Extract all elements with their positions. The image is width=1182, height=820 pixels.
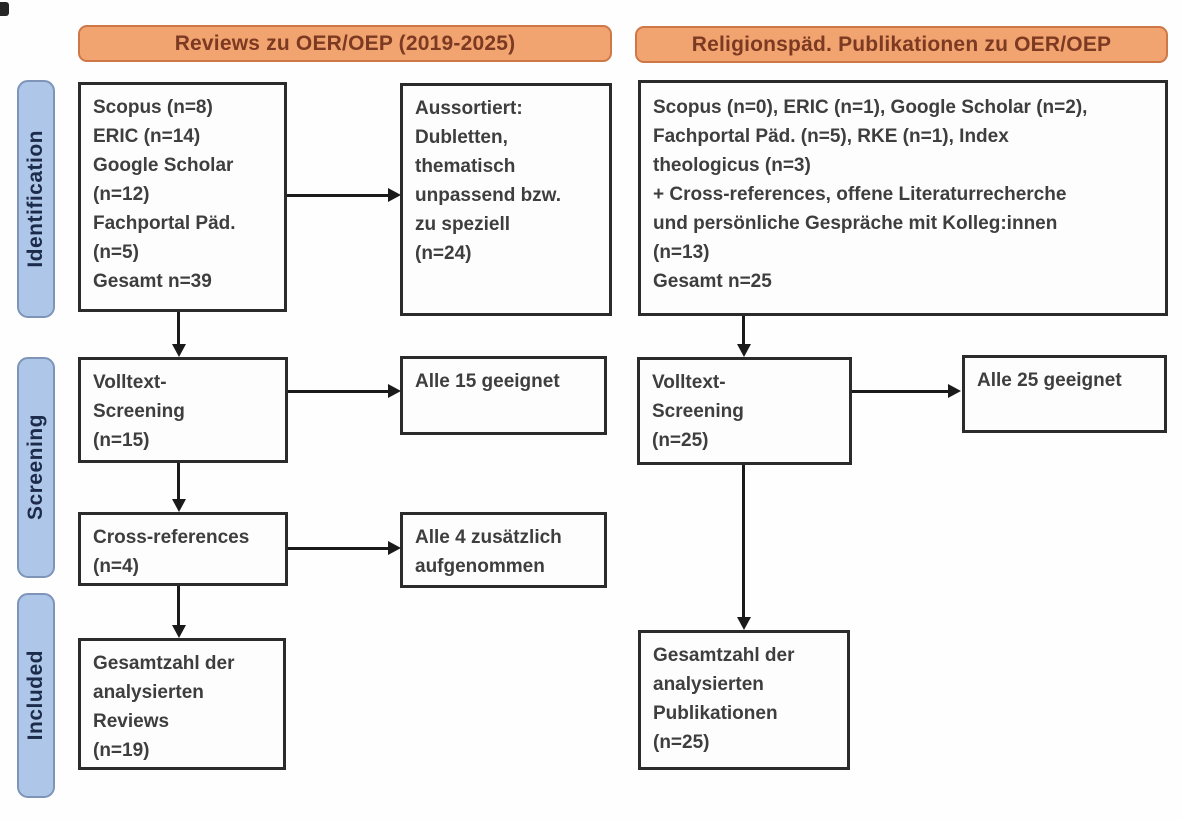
box-right-sources: Scopus (n=0), ERIC (n=1), Google Scholar… xyxy=(638,80,1168,316)
header-religionspaed: Religionspäd. Publikationen zu OER/OEP xyxy=(635,26,1168,63)
box-right-fulltext-screening: Volltext- Screening (n=25) xyxy=(637,357,852,465)
header-reviews: Reviews zu OER/OEP (2019-2025) xyxy=(78,25,612,62)
box-left-included-text: Gesamtzahl der analysierten Reviews (n=1… xyxy=(93,653,235,761)
box-left-fulltext-screening-text: Volltext- Screening (n=15) xyxy=(93,372,185,451)
box-right-fulltext-screening-text: Volltext- Screening (n=25) xyxy=(652,372,744,451)
box-right-fulltext-result: Alle 25 geeignet xyxy=(962,355,1167,433)
box-right-sources-text: Scopus (n=0), ERIC (n=1), Google Scholar… xyxy=(653,97,1088,292)
box-left-crossref-text: Cross-references (n=4) xyxy=(93,527,250,577)
box-right-included: Gesamtzahl der analysierten Publikatione… xyxy=(638,630,850,770)
box-left-crossref-result: Alle 4 zusätzlich aufgenommen xyxy=(400,512,607,588)
box-left-sources: Scopus (n=8) ERIC (n=14) Google Scholar … xyxy=(78,82,287,312)
stage-screening: Screening xyxy=(17,357,55,578)
box-left-excluded: Aussortiert: Dubletten, thematisch unpas… xyxy=(400,83,612,316)
box-left-crossref: Cross-references (n=4) xyxy=(78,512,288,586)
box-right-included-text: Gesamtzahl der analysierten Publikatione… xyxy=(653,645,795,753)
stage-included-label: Included xyxy=(24,650,47,741)
stage-screening-label: Screening xyxy=(24,414,47,521)
box-left-fulltext-result: Alle 15 geeignet xyxy=(400,356,607,435)
box-left-fulltext-screening: Volltext- Screening (n=15) xyxy=(78,357,288,463)
stage-included: Included xyxy=(17,593,55,798)
stage-identification-label: Identification xyxy=(24,130,47,268)
corner-artifact xyxy=(0,2,9,16)
box-left-included: Gesamtzahl der analysierten Reviews (n=1… xyxy=(78,638,286,770)
header-reviews-label: Reviews zu OER/OEP (2019-2025) xyxy=(174,31,516,55)
header-religionspaed-label: Religionspäd. Publikationen zu OER/OEP xyxy=(691,32,1112,56)
box-right-fulltext-result-text: Alle 25 geeignet xyxy=(977,370,1122,391)
box-left-fulltext-result-text: Alle 15 geeignet xyxy=(415,371,560,392)
box-left-crossref-result-text: Alle 4 zusätzlich aufgenommen xyxy=(415,527,562,577)
stage-identification: Identification xyxy=(17,80,55,318)
box-left-sources-text: Scopus (n=8) ERIC (n=14) Google Scholar … xyxy=(93,97,236,292)
box-left-excluded-text: Aussortiert: Dubletten, thematisch unpas… xyxy=(415,98,562,264)
